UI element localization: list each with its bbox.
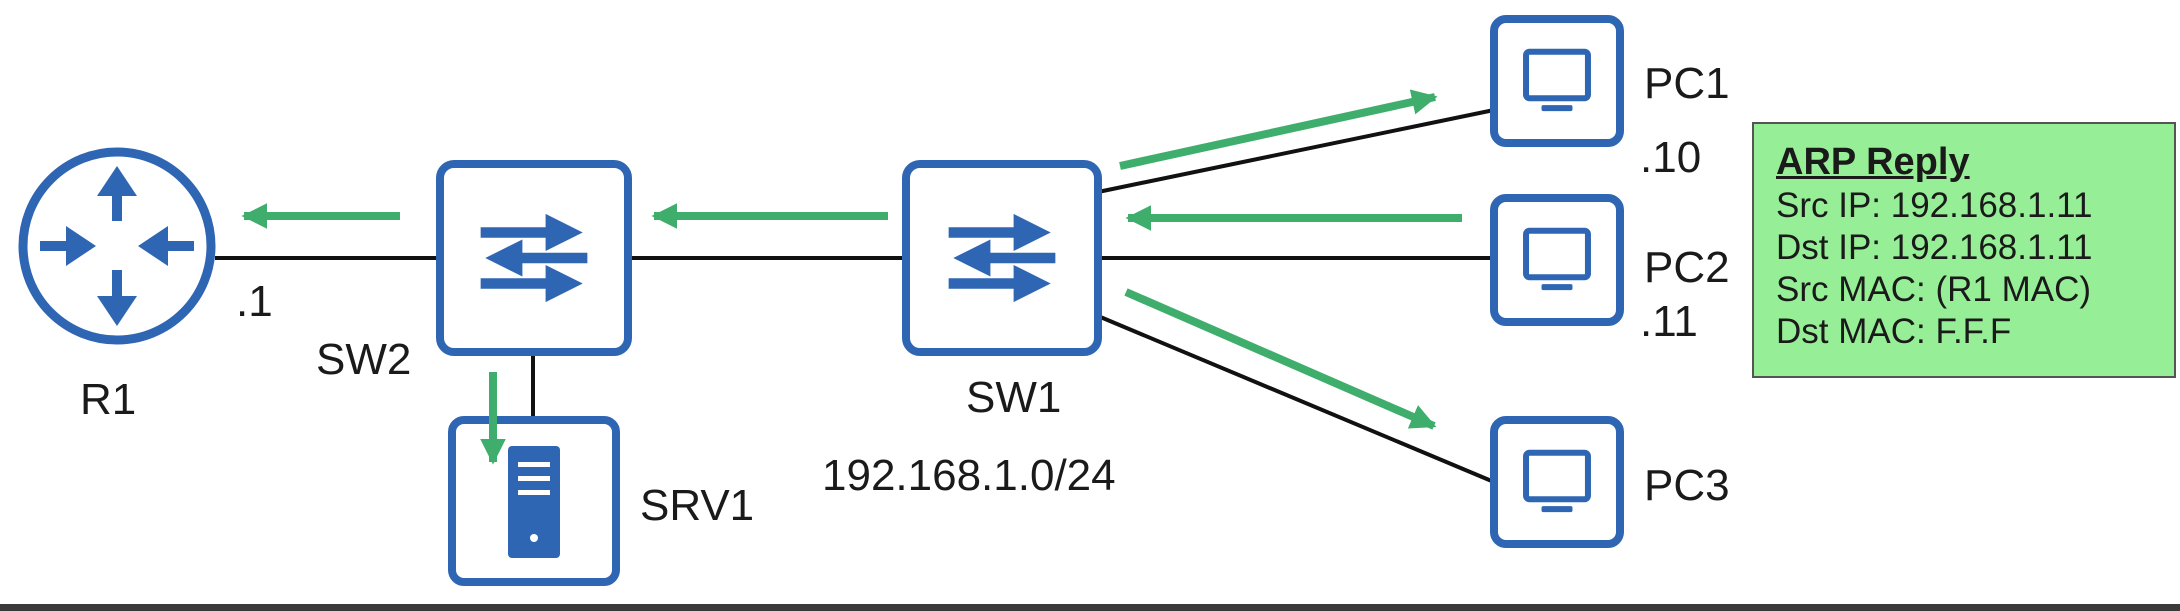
pc2-label: PC2	[1644, 243, 1730, 292]
sw1-label: SW1	[966, 373, 1062, 422]
pc3-monitor-icon	[1490, 416, 1624, 548]
srv1-server-icon	[448, 416, 620, 586]
sw2-switch-icon	[436, 160, 632, 356]
flow-arrow-sw1-to-pc3	[1124, 288, 1437, 430]
arp-dst-ip: Dst IP: 192.168.1.11	[1776, 227, 2093, 267]
pc1-label: PC1	[1644, 59, 1730, 108]
arp-src-ip: Src IP: 192.168.1.11	[1776, 185, 2093, 225]
pc1-ip-label: .10	[1640, 133, 1702, 182]
r1-ip-label: .1	[236, 277, 273, 326]
r1-router-icon	[18, 147, 216, 345]
arp-reply-title: ARP Reply	[1776, 141, 1970, 183]
pc1-monitor-icon	[1490, 15, 1624, 147]
srv1-label: SRV1	[640, 481, 755, 530]
flow-arrow-sw1-to-pc1	[1119, 89, 1438, 170]
link-sw1-pc1	[1097, 108, 1495, 194]
pc2-monitor-icon	[1490, 194, 1624, 326]
pc2-ip-label: .11	[1640, 297, 1698, 346]
sw1-switch-icon	[902, 160, 1102, 356]
pc3-label: PC3	[1644, 461, 1730, 510]
arp-src-mac: Src MAC: (R1 MAC)	[1776, 269, 2091, 309]
arp-dst-mac: Dst MAC: F.F.F	[1776, 311, 2012, 351]
bottom-divider	[0, 604, 2180, 611]
sw2-label: SW2	[316, 335, 412, 384]
network-label: 192.168.1.0/24	[822, 451, 1116, 500]
link-sw1-pc3	[1097, 314, 1495, 484]
arp-reply-box: ARP Reply Src IP: 192.168.1.11 Dst IP: 1…	[1752, 122, 2176, 378]
r1-label: R1	[80, 375, 137, 424]
